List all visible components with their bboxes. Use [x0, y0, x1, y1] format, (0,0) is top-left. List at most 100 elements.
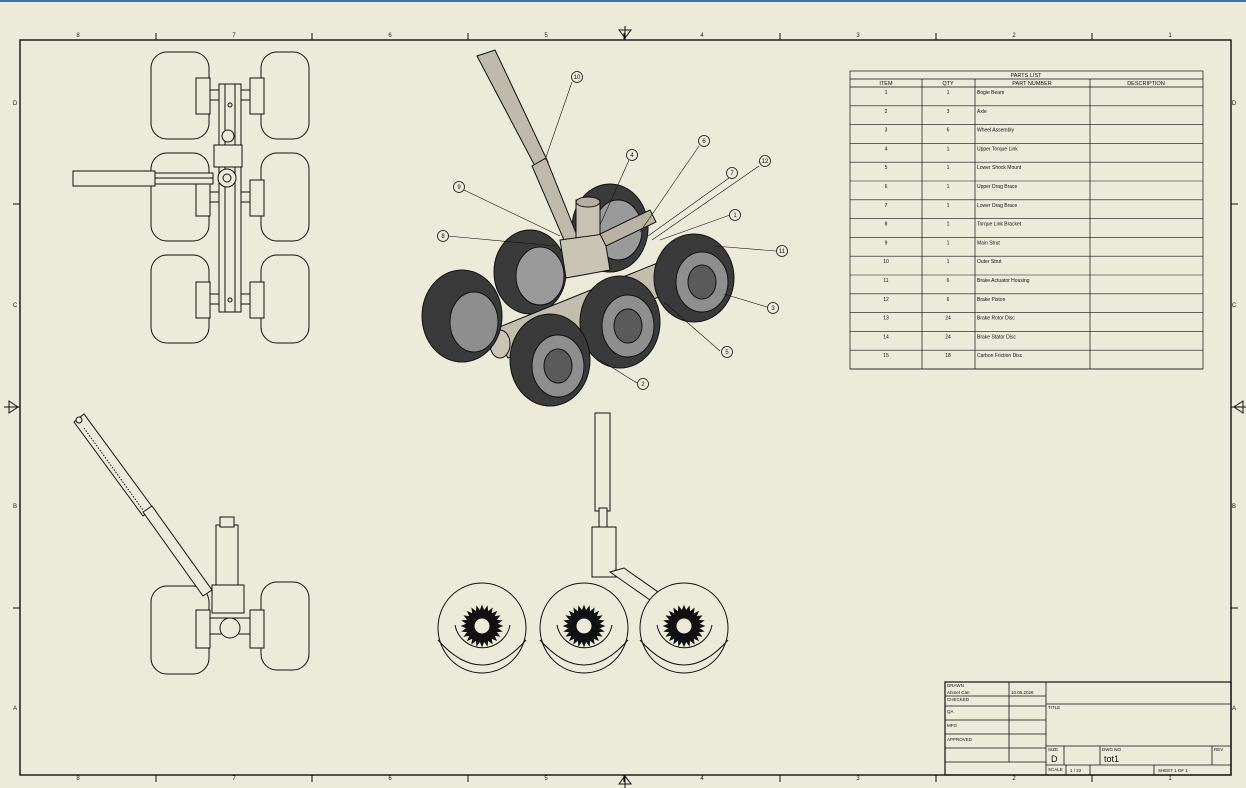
parts-list-cell-item: 15 [883, 353, 889, 359]
item-balloon-number: 11 [779, 249, 786, 255]
title-block-size-label: SIZE [1048, 747, 1058, 752]
parts-list-cell-item: 1 [885, 90, 888, 96]
item-balloons: 10 4 6 7 12 9 1 8 11 3 5 2 [437, 71, 788, 390]
item-balloon-number: 4 [630, 153, 634, 159]
item-balloon[interactable] [776, 245, 788, 257]
parts-list-title: PARTS LIST [1011, 73, 1043, 79]
title-block-approved-label: APPROVED [947, 737, 973, 742]
zone-row-label: A [13, 706, 17, 712]
item-balloon[interactable] [698, 135, 710, 147]
item-balloon-number: 7 [730, 171, 734, 177]
zone-row-label: D [1232, 101, 1237, 107]
parts-list-cell-qty: 1 [947, 165, 950, 171]
item-balloon[interactable] [767, 302, 779, 314]
parts-list-cell-item: 3 [885, 128, 888, 134]
zone-row-label: C [1232, 303, 1237, 309]
isometric-view [421, 49, 777, 407]
parts-list-cell-part: Upper Drag Brace [977, 184, 1018, 190]
parts-list-cell-item: 4 [885, 146, 888, 152]
parts-list-cell-qty: 6 [947, 297, 950, 303]
parts-list-cell-part: Lower Drag Brace [977, 203, 1018, 209]
centering-marks [4, 26, 1246, 788]
parts-list-header-item: ITEM [879, 81, 893, 87]
item-balloon-number: 6 [702, 139, 706, 145]
item-balloon[interactable] [437, 230, 449, 242]
parts-list-cell-part: Torque Link Bracket [977, 222, 1022, 228]
title-block-qa-label: QA [947, 709, 954, 714]
parts-list-cell-qty: 6 [947, 278, 950, 284]
zone-column-label: 3 [856, 33, 860, 39]
title-block-dwg-label: DWG NO [1102, 747, 1121, 752]
front-view [73, 413, 310, 675]
parts-list-cell-item: 14 [883, 334, 889, 340]
zone-column-label: 6 [388, 776, 392, 782]
parts-list-cell-item: 13 [883, 316, 889, 322]
parts-list-header-qty: QTY [942, 81, 954, 87]
title-block-scale-label: SCALE [1048, 767, 1063, 772]
item-balloon[interactable] [759, 155, 771, 167]
parts-list-table[interactable] [849, 70, 1204, 370]
item-balloon[interactable] [626, 149, 638, 161]
parts-list-cell-item: 12 [883, 297, 889, 303]
title-block-mfg-label: MFG [947, 723, 957, 728]
title-block-title-label: TITLE [1048, 705, 1060, 710]
parts-list-cell-part: Lower Shock Mount [977, 165, 1022, 171]
zone-column-label: 8 [76, 33, 80, 39]
item-balloon-number: 9 [457, 185, 461, 191]
item-balloon[interactable] [637, 378, 649, 390]
parts-list-cell-item: 10 [883, 259, 889, 265]
brake-disc-hub [473, 617, 491, 635]
brake-disc-hub [575, 617, 593, 635]
window-top-edge [0, 0, 1246, 2]
parts-list-cell-part: Outer Strut [977, 259, 1002, 265]
item-balloon-number: 2 [641, 382, 645, 388]
title-block-scale-value: 1 / 22 [1070, 768, 1082, 773]
parts-list-cell-qty: 24 [945, 316, 951, 322]
title-block-drawn-date: 10.05.2026 [1011, 690, 1034, 695]
item-balloon-number: 8 [441, 234, 445, 240]
zone-column-label: 7 [232, 33, 236, 39]
parts-list-cell-part: Main Strut [977, 240, 1000, 246]
item-balloon-number: 5 [725, 350, 729, 356]
item-balloon-number: 10 [574, 75, 581, 81]
parts-list-cell-part: Brake Piston [977, 297, 1006, 303]
zone-row-label: A [1232, 706, 1236, 712]
zone-row-label: B [1232, 504, 1236, 510]
title-block-drawn-label: DRAWN [947, 683, 964, 688]
parts-list-cell-qty: 24 [945, 334, 951, 340]
title-block [944, 681, 1232, 776]
parts-list-cell-qty: 1 [947, 222, 950, 228]
item-balloon[interactable] [726, 167, 738, 179]
zone-column-label: 3 [856, 776, 860, 782]
zone-column-label: 7 [232, 776, 236, 782]
parts-list-cell-qty: 1 [947, 259, 950, 265]
item-balloon-number: 12 [762, 159, 769, 165]
item-balloon[interactable] [453, 181, 465, 193]
item-balloon[interactable] [721, 346, 733, 358]
parts-list-cell-part: Axle [977, 109, 987, 115]
item-balloon[interactable] [729, 209, 741, 221]
item-balloon-number: 3 [771, 306, 775, 312]
item-balloon-number: 1 [733, 213, 737, 219]
brake-disc-hub [675, 617, 693, 635]
parts-list-cell-qty: 1 [947, 184, 950, 190]
zone-column-label: 8 [76, 776, 80, 782]
title-block-rev-label: REV [1214, 747, 1223, 752]
brake-disc-rims [460, 604, 706, 648]
zone-row-label: C [13, 303, 18, 309]
parts-list-cell-item: 11 [883, 278, 888, 284]
item-balloon[interactable] [571, 71, 583, 83]
parts-list-cell-qty: 1 [947, 146, 950, 152]
zone-column-label: 5 [544, 33, 548, 39]
zone-column-label: 5 [544, 776, 548, 782]
parts-list-cell-qty: 1 [947, 90, 950, 96]
title-block-checked-label: CHECKED [947, 697, 970, 702]
parts-list-header-description: DESCRIPTION [1127, 81, 1165, 87]
parts-list-cell-part: Upper Torque Link [977, 146, 1018, 152]
zone-column-label: 1 [1168, 33, 1172, 39]
zone-row-label: B [13, 504, 17, 510]
parts-list-cell-item: 8 [885, 222, 888, 228]
